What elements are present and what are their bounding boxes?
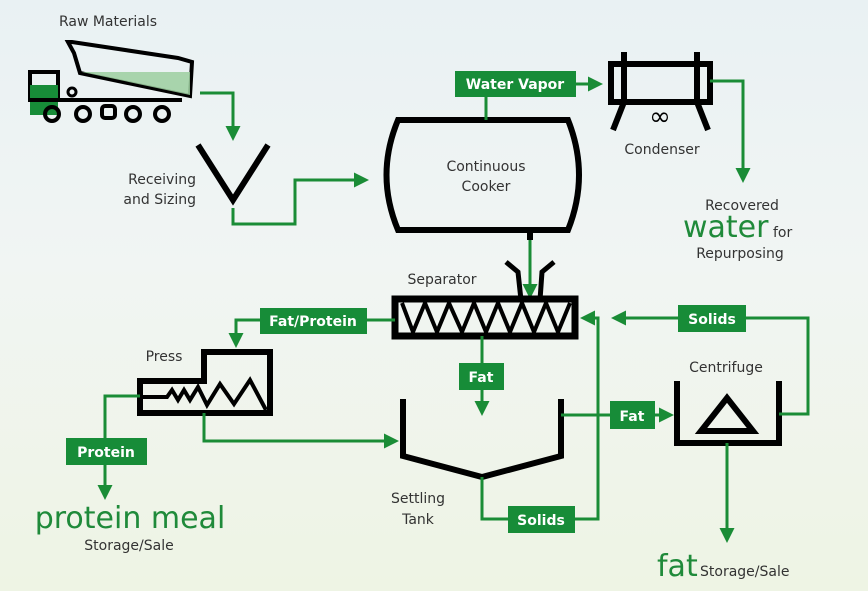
- water-output-big: water: [683, 210, 769, 245]
- press-label: Press: [146, 349, 183, 365]
- centrifuge-label: Centrifuge: [689, 360, 763, 376]
- cooker-label-1: Continuous: [446, 159, 525, 175]
- receiving-label-1: Receiving: [128, 172, 196, 188]
- fat-centrifuge-tag: [610, 401, 655, 429]
- solids-top-text: Solids: [688, 312, 736, 328]
- cooker-label-2: Cooker: [462, 179, 511, 195]
- protein-tag: [66, 438, 147, 465]
- separator-icon: [391, 260, 579, 340]
- solids-bottom-tag: [508, 506, 575, 533]
- water-vapor-tag: [455, 71, 576, 97]
- receiving-label-2: and Sizing: [123, 192, 196, 208]
- continuous-cooker: [383, 117, 582, 233]
- fat-protein-text: Fat/Protein: [269, 314, 357, 330]
- water-pre: Recovered: [705, 198, 779, 214]
- solids-bottom-text: Solids: [517, 513, 565, 529]
- svg-text:∞: ∞: [649, 102, 671, 132]
- hopper-icon: [195, 143, 271, 206]
- separator-label: Separator: [407, 272, 476, 288]
- fat-centrifuge-text: Fat: [620, 409, 645, 425]
- fat-output: fat: [657, 549, 698, 584]
- water-sub: Repurposing: [696, 246, 784, 262]
- fat-protein-tag: [260, 308, 367, 334]
- dump-truck-icon: [28, 40, 195, 123]
- condenser-icon: ∞: [608, 52, 713, 132]
- fat-sub: Storage/Sale: [700, 564, 789, 580]
- fat-separator-tag: [459, 363, 504, 390]
- press-icon: [137, 349, 273, 416]
- protein-text: Protein: [77, 445, 135, 461]
- flow-truck-to-receiving: [200, 91, 241, 141]
- water-vapor-text: Water Vapor: [466, 77, 565, 93]
- solids-top-tag: [678, 305, 746, 332]
- fat-separator-text: Fat: [469, 370, 494, 386]
- water-post: for: [773, 225, 792, 241]
- flow-receiving-to-cooker: [231, 172, 369, 226]
- raw-materials-label: Raw Materials: [59, 14, 157, 30]
- condenser-label: Condenser: [624, 142, 699, 158]
- protein-meal-output: protein meal: [35, 501, 226, 536]
- protein-meal-sub: Storage/Sale: [84, 538, 173, 554]
- centrifuge-icon: [674, 381, 782, 446]
- settling-label-1: Settling: [391, 491, 445, 507]
- settling-label-2: Tank: [401, 512, 435, 528]
